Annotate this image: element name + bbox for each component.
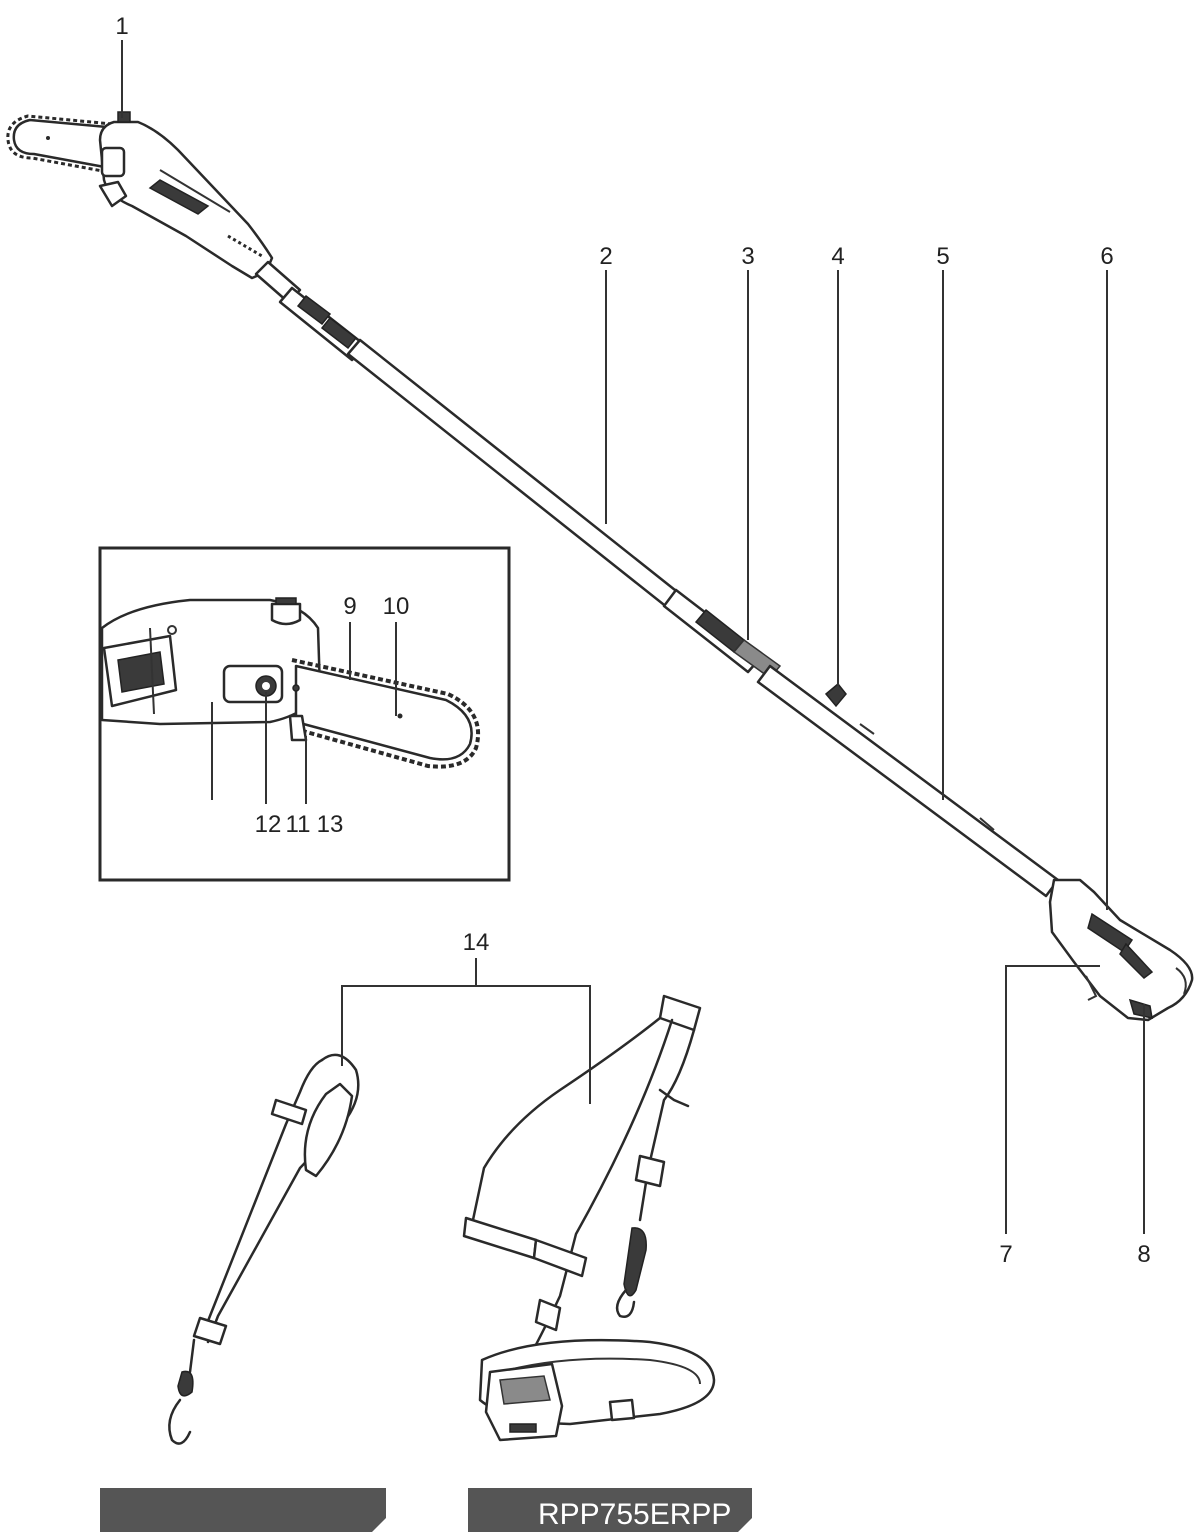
callout-8: 8 [1137, 1241, 1150, 1268]
motor-head [98, 111, 274, 280]
leader-lines [121, 40, 1145, 1234]
callout-9: 9 [343, 593, 356, 620]
model-banners: RPP755ERPP [100, 1488, 752, 1532]
single-shoulder-strap [168, 1053, 360, 1445]
pole-saw [6, 111, 1194, 1022]
callout-11: 11 [286, 811, 311, 838]
banner-right-text: RPP755ERPP [538, 1498, 731, 1531]
callout-5: 5 [936, 243, 949, 270]
callout-7: 7 [999, 1241, 1012, 1268]
banner-left [100, 1488, 386, 1532]
callout-14: 14 [463, 929, 490, 956]
rear-handle [1048, 878, 1194, 1022]
inset-guide-bar [294, 664, 473, 761]
callout-2: 2 [599, 243, 612, 270]
callout-6: 6 [1100, 243, 1113, 270]
guide-bar [6, 114, 120, 174]
callout-10: 10 [383, 593, 410, 620]
callout-12: 12 [255, 811, 282, 838]
callout-1: 1 [115, 13, 128, 40]
callout-4: 4 [831, 243, 844, 270]
banner-right [468, 1488, 752, 1532]
double-shoulder-harness [462, 994, 716, 1442]
callout-labels: 1 2 3 4 5 6 7 8 9 10 12 11 13 14 [115, 13, 1150, 1268]
callout-3: 3 [741, 243, 754, 270]
strap-hook [824, 682, 847, 708]
pole-lower [756, 664, 1060, 898]
callout-13: 13 [317, 811, 344, 838]
